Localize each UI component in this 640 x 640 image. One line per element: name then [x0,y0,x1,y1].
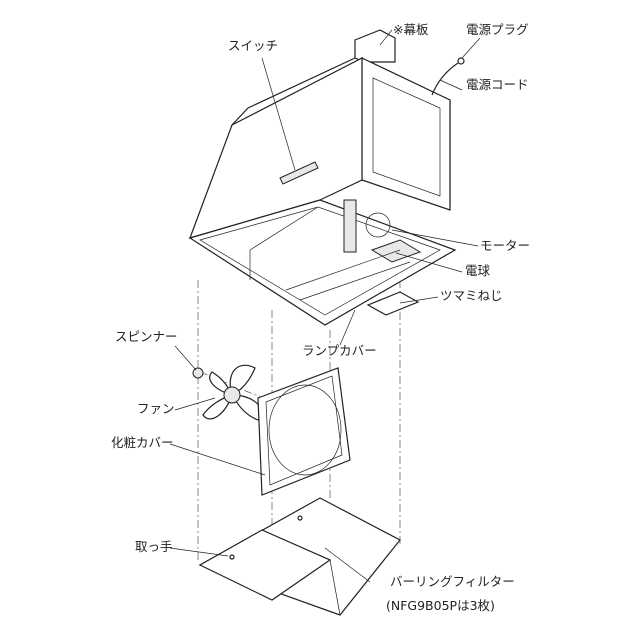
label-knob-screw: ツマミねじ [440,288,503,303]
fan-part [202,364,262,421]
label-fan: ファン [137,401,175,416]
label-power-cord: 電源コード [466,77,529,92]
motor [365,212,391,238]
label-lamp-cover: ランプカバー [302,343,377,358]
power-plug-part [457,57,465,65]
motor-bracket [343,199,357,253]
label-filter-note: (NFG9B05Pは3枚) [386,598,495,613]
label-decorative-cover: 化粧カバー [111,435,174,450]
burring-filter-part [198,497,401,616]
decorative-cover-part [257,367,351,496]
curtain-board [354,29,396,63]
leader-lines [169,29,481,583]
bulb-socket [370,239,422,263]
label-handle: 取っ手 [135,539,173,554]
label-motor: モーター [480,238,531,253]
label-bulb: 電球 [465,263,491,278]
label-burring-filter: バーリングフィルター [390,574,515,589]
label-curtain-board: ※幕板 [393,22,429,37]
power-cord-line [431,62,459,96]
label-spinner: スピンナー [115,329,178,344]
spinner-part [192,367,204,379]
label-switch: スイッチ [228,38,279,53]
switch-part [279,161,319,185]
lamp-cover-part [366,291,420,316]
hood-body [188,29,457,326]
label-power-plug: 電源プラグ [466,22,529,37]
